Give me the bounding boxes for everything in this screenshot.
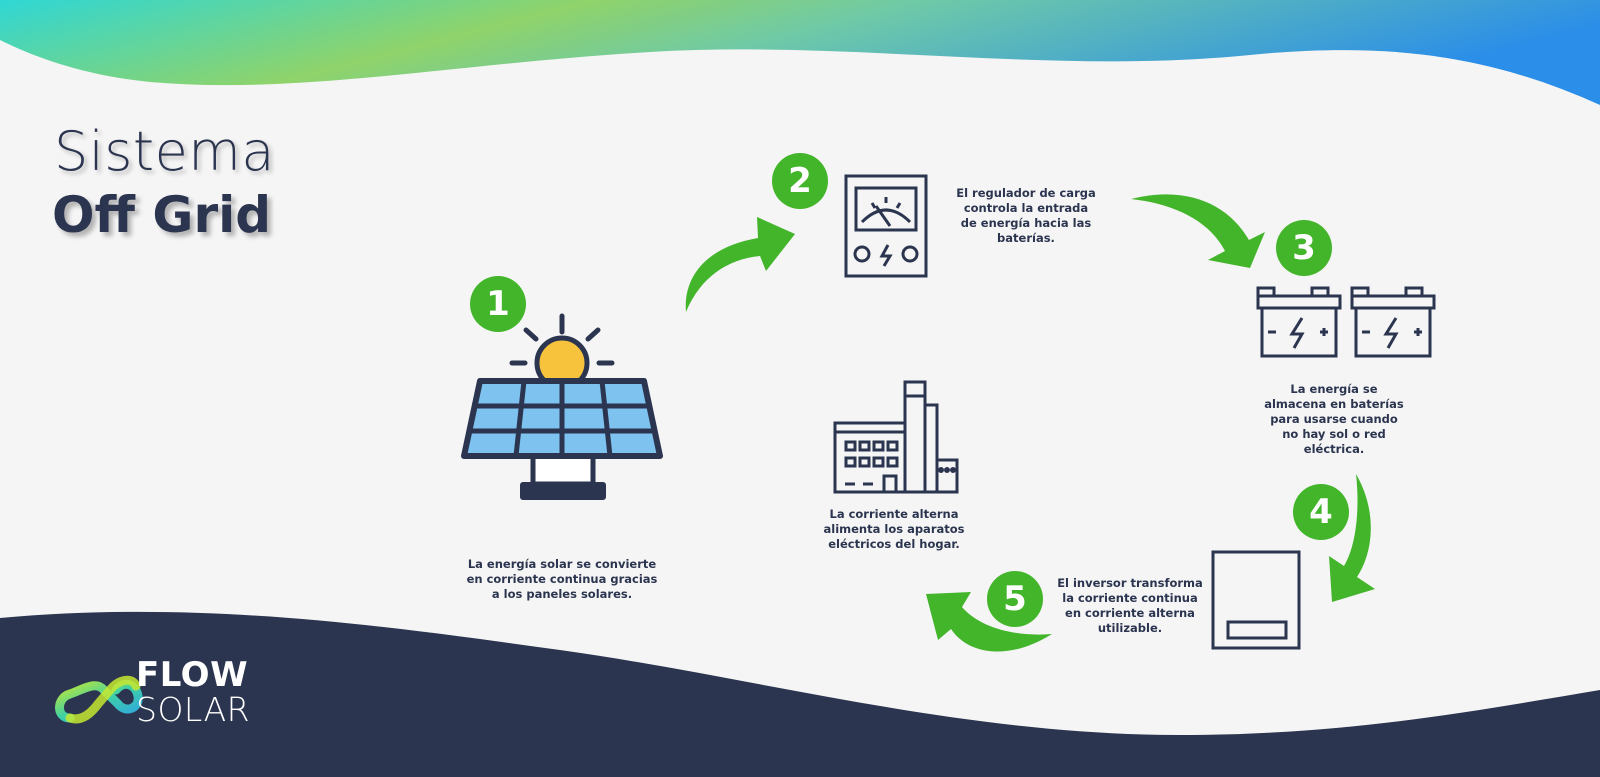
- arrow-step4-to-5: [926, 592, 1052, 652]
- battery-icon: [1256, 286, 1342, 358]
- step-number-4: 4: [1293, 484, 1349, 540]
- step-5-description: La corriente alterna alimenta los aparat…: [823, 507, 965, 551]
- step-number-1: 1: [470, 276, 526, 332]
- brand-name-line2: SOLAR: [136, 690, 251, 729]
- home-appliances-building-icon: [833, 380, 959, 494]
- title-line2: Off Grid: [52, 186, 272, 244]
- step-number-5: 5: [987, 571, 1043, 627]
- top-wave: [0, 0, 1600, 105]
- step-3-description: La energía se almacena en baterías para …: [1264, 382, 1404, 456]
- step-number-3: 3: [1276, 220, 1332, 276]
- flow-solar-logo-icon: [55, 675, 143, 724]
- battery-icon: [1350, 286, 1436, 358]
- step-4-description: El inversor transforma la corriente cont…: [1057, 576, 1203, 635]
- brand-name-line1: FLOW: [136, 655, 249, 695]
- step-1-description: La energía solar se convierte en corrien…: [466, 557, 658, 601]
- arrow-step3-to-4: [1329, 474, 1375, 602]
- solar-panel-icon: [461, 313, 663, 500]
- arrow-step2-to-3: [1131, 194, 1265, 268]
- step-number-2: 2: [772, 153, 828, 209]
- step-2-description: El regulador de carga controla la entrad…: [956, 186, 1096, 245]
- charge-regulator-icon: [844, 174, 928, 278]
- inverter-icon: [1211, 550, 1301, 650]
- arrow-step1-to-2: [685, 217, 795, 312]
- title-line1: Sistema: [54, 120, 276, 183]
- bottom-wave: [0, 611, 1600, 777]
